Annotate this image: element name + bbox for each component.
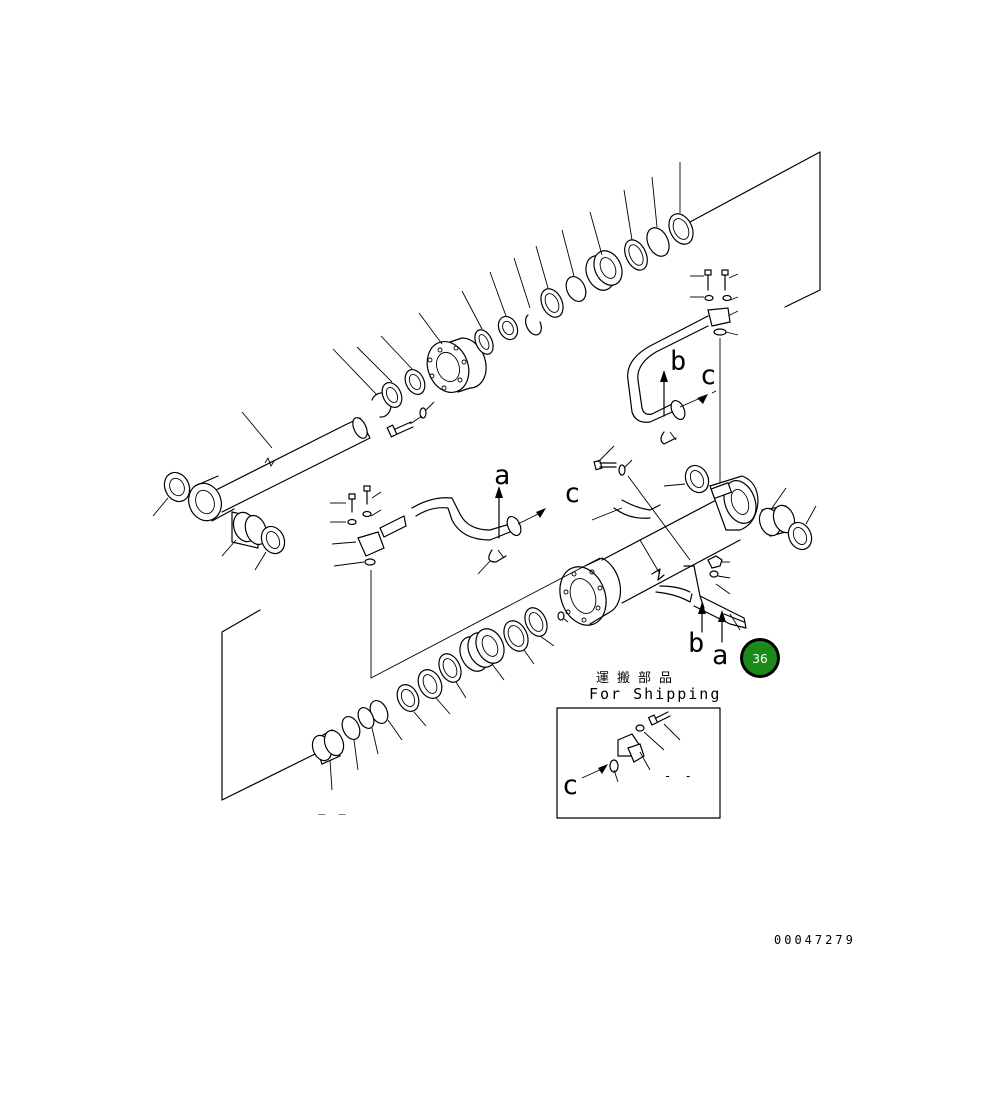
shipping-label-en: For Shipping [589, 685, 721, 703]
left-pipe-bolts [330, 485, 382, 526]
right-pipe [627, 315, 717, 445]
top-assembly-outline [689, 151, 821, 308]
ref-letter-a-upper: a [494, 460, 510, 491]
right-pipe-bolts [690, 269, 739, 317]
ref-letter-c-inset: c [562, 770, 578, 801]
lower-bushing [311, 729, 345, 791]
arrow-c-right [697, 394, 708, 404]
piston-ring-2 [646, 176, 670, 257]
arrow-b-lower [698, 602, 706, 633]
arrow-b-right [660, 370, 668, 417]
tube-band-bottom [655, 585, 693, 603]
head-bolt [386, 401, 435, 438]
snap-ring [332, 348, 392, 418]
tube-bushing-ring [663, 464, 710, 494]
tube-end-bushing [758, 487, 796, 537]
piston-nut-ring [668, 162, 694, 245]
tube-end-seal [787, 505, 817, 551]
ref-letter-c-upper: c [564, 478, 580, 509]
lower-assembly-outline [221, 557, 601, 801]
inset-dashes: - - [664, 769, 695, 783]
rod-end-seal [152, 471, 191, 517]
lower-seal-4 [396, 684, 427, 727]
arrow-a-upper [495, 486, 503, 539]
cylinder-tube [601, 496, 741, 604]
tube-bolt [593, 445, 691, 561]
cylinder-head [418, 312, 487, 393]
drawing-code: 00047279 [774, 933, 856, 947]
rod-ring-2 [380, 335, 426, 395]
lower-ring-2 [357, 707, 379, 755]
piston-ring-1 [623, 189, 648, 271]
rod-eye-dust-seal [254, 525, 286, 571]
head-ring-3 [513, 257, 542, 336]
ref-letter-b-right: b [670, 346, 686, 377]
ref-letter-b-lower: b [688, 628, 704, 659]
shipping-label-jp: 運搬部品 [596, 671, 680, 686]
piston [585, 211, 623, 291]
rod-eye [188, 475, 235, 522]
piston-rod [211, 411, 371, 513]
lower-packing [459, 628, 505, 681]
tube-head-flange [559, 557, 622, 626]
left-pipe [379, 497, 546, 575]
shipping-inset [556, 707, 721, 819]
page-badge: 36 [740, 638, 780, 678]
lower-dust-seal [524, 607, 569, 647]
bottom-dashes: _ _ [318, 801, 349, 815]
head-ring-2 [489, 271, 519, 341]
lower-ring-3 [341, 716, 361, 771]
head-ring-4 [535, 245, 564, 318]
ref-letter-a-lower: a [712, 640, 728, 671]
lower-seal-3 [417, 669, 451, 715]
page-badge-number: 36 [752, 652, 767, 666]
tube-band-top [591, 499, 661, 521]
rod-ring-1 [356, 346, 403, 408]
tube-end-eye [709, 475, 759, 531]
ref-letter-c-right: c [700, 360, 716, 391]
head-ring-5 [561, 229, 587, 302]
lower-seal-2 [438, 653, 467, 699]
clamp-nut-washer [707, 555, 731, 595]
left-pipe-flange [331, 531, 385, 676]
arrow-a-lower [718, 610, 726, 643]
head-ring-1 [461, 290, 494, 355]
lower-seal-1 [503, 620, 535, 665]
right-pipe-flange [707, 307, 739, 488]
